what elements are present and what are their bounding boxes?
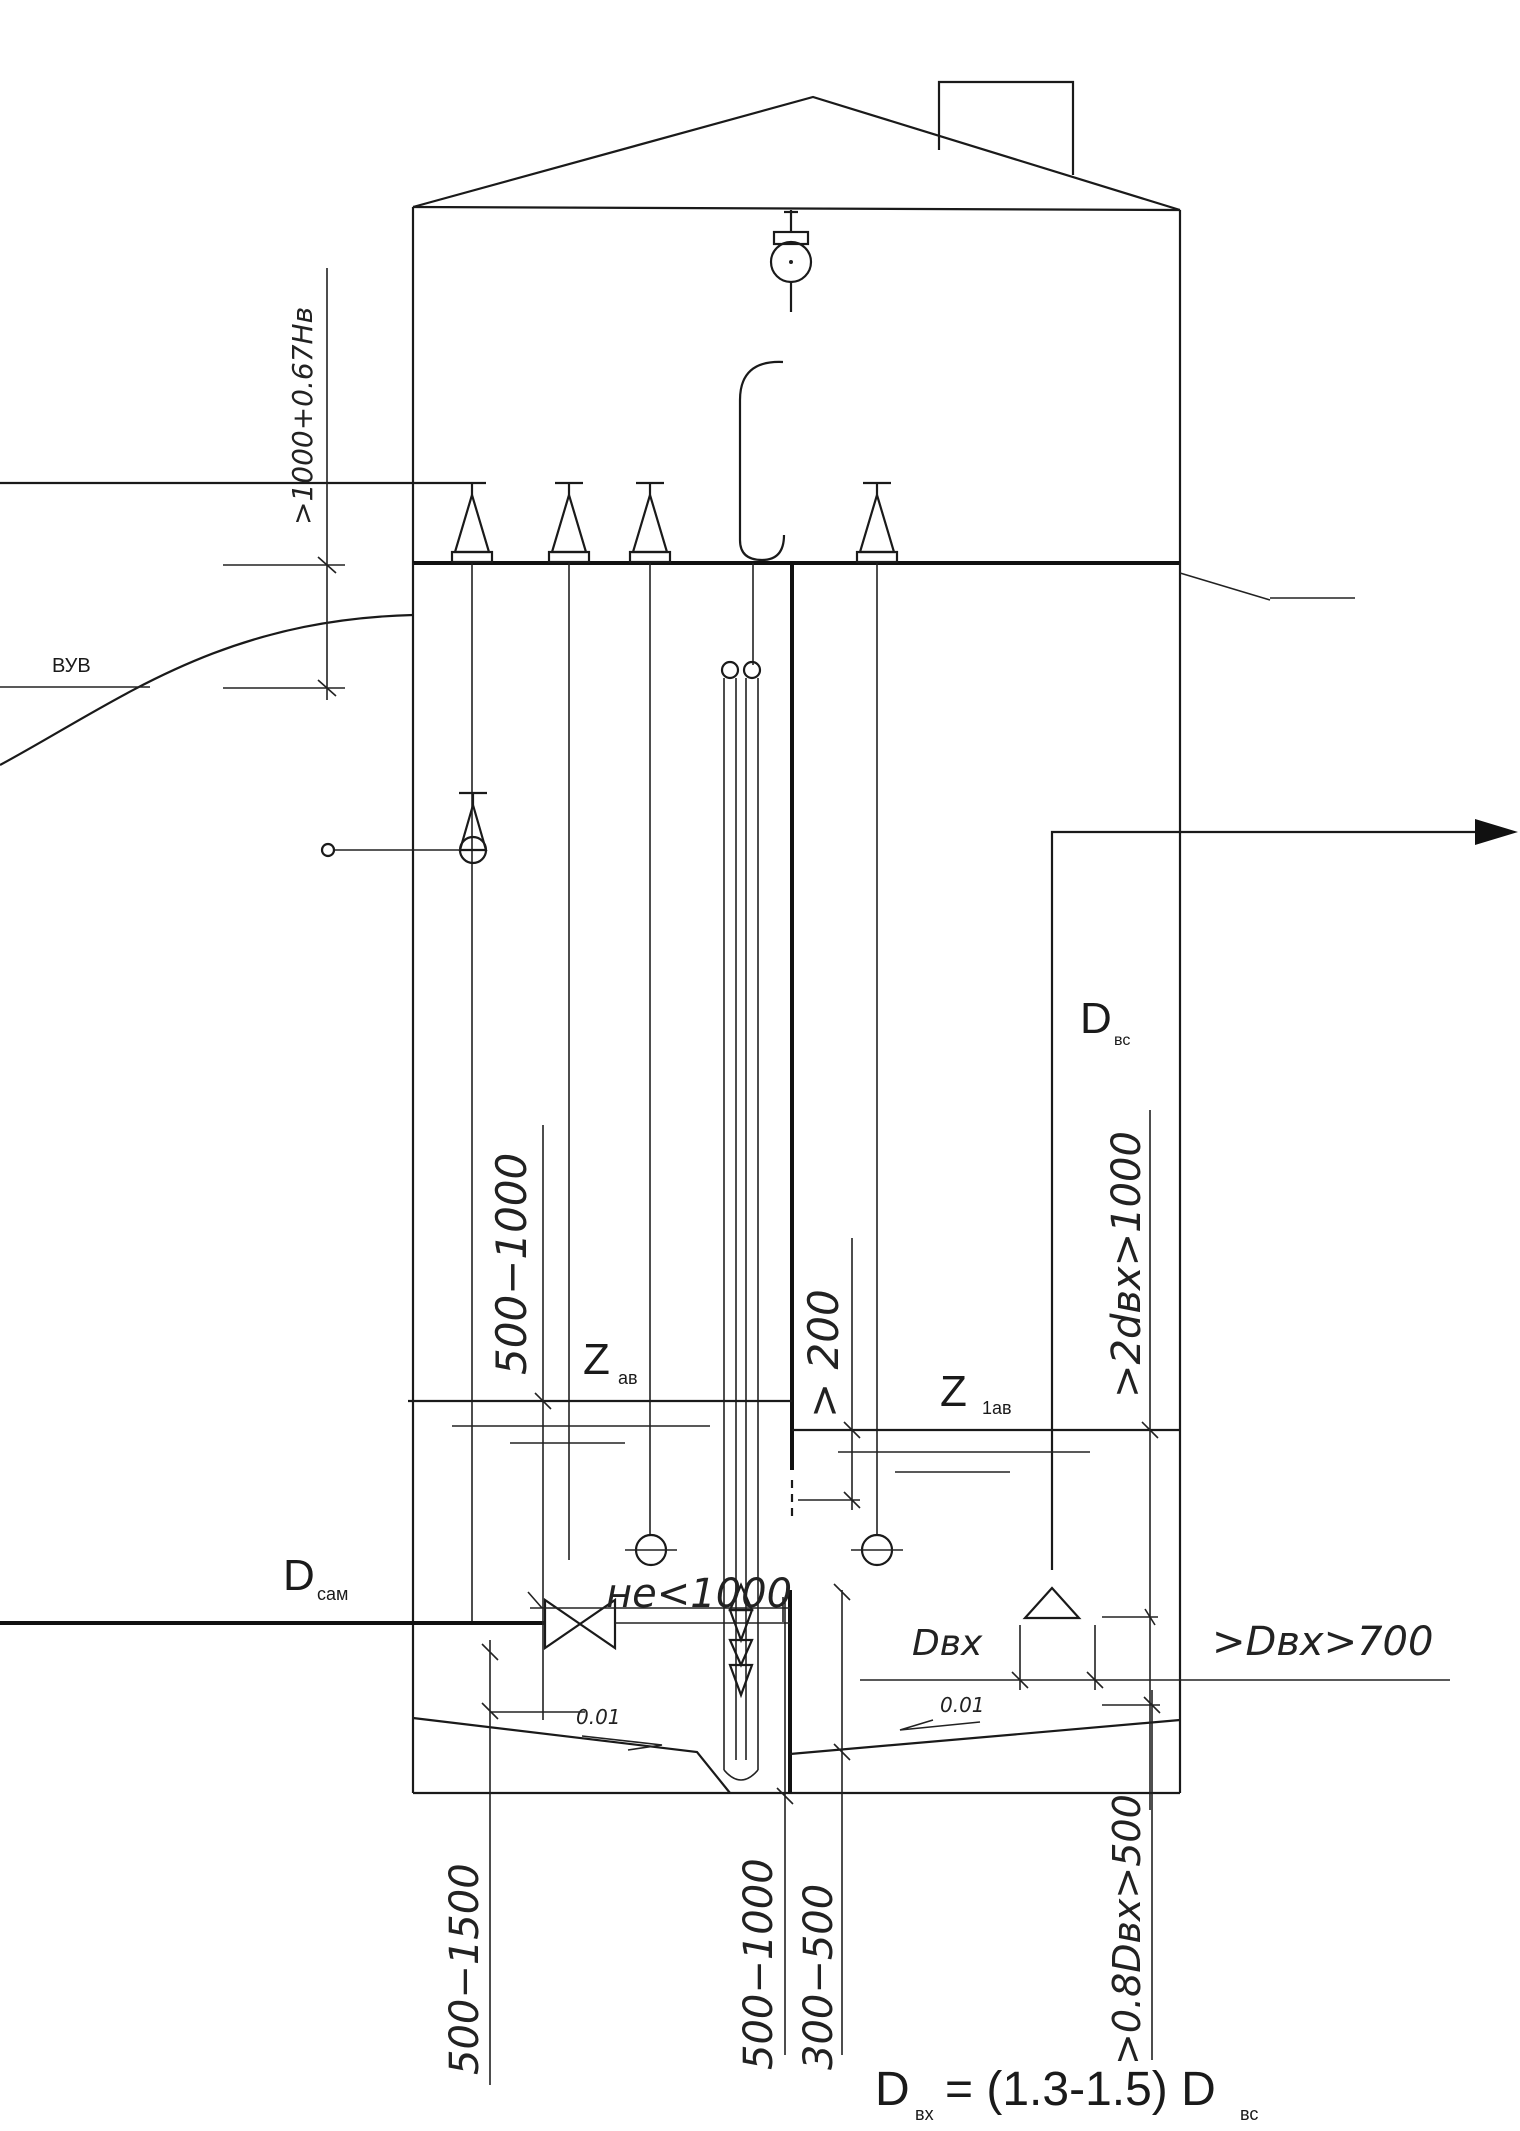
dim-top-left: >1000+0.67Hв bbox=[286, 307, 319, 525]
dim-gt-dvx-700: >Dвх>700 bbox=[1212, 1619, 1433, 1665]
sump-floor bbox=[412, 1716, 1181, 1794]
formula: D вх = (1.3-1.5) D вс bbox=[875, 2063, 1258, 2124]
arrow-right-icon bbox=[1475, 819, 1518, 845]
d-vs-subscript: вс bbox=[1114, 1032, 1130, 1049]
dim-right-2dvx: >2dвх>1000 bbox=[1104, 1131, 1150, 1398]
dim-bottom-500-1000: 500−1000 bbox=[736, 1858, 782, 2070]
dim-dvx: Dвх bbox=[912, 1623, 983, 1664]
handwheel-icon bbox=[0, 481, 494, 564]
handwheel-icon bbox=[628, 481, 672, 564]
shaft-walls bbox=[411, 563, 1182, 1795]
formula-d: D bbox=[875, 2063, 910, 2116]
handwheel-icon bbox=[855, 481, 899, 564]
float-valve-icon bbox=[320, 791, 488, 865]
gate-valve-icon bbox=[543, 1597, 617, 1651]
dim-bottom-08dvx: >0.8Dвх>500 bbox=[1105, 1794, 1149, 2065]
vuv-label: ВУВ bbox=[52, 655, 91, 677]
suction-bell-icon bbox=[1022, 1586, 1082, 1620]
slope-right: 0.01 bbox=[940, 1693, 985, 1717]
formula-sub-vh: вх bbox=[915, 2104, 934, 2124]
bubbler-tube-icon bbox=[720, 660, 762, 1781]
dim-ne-1000: не<1000 bbox=[606, 1571, 792, 1617]
dim-gt-200: > 200 bbox=[799, 1289, 848, 1418]
d-sam-label: D bbox=[283, 1551, 315, 1600]
valve-stems bbox=[471, 563, 878, 1622]
formula-sub-vs: вс bbox=[1240, 2104, 1258, 2124]
d-sam-subscript: сам bbox=[317, 1584, 348, 1604]
z-av-label: Z bbox=[583, 1335, 610, 1384]
superstructure bbox=[411, 207, 1182, 565]
suction-pipe bbox=[1022, 819, 1518, 1620]
z-av-subscript: ав bbox=[618, 1368, 638, 1388]
butterfly-valve-icon bbox=[728, 1582, 754, 1699]
slope-left: 0.01 bbox=[576, 1705, 621, 1729]
d-vs-label: D bbox=[1080, 994, 1112, 1043]
hook-icon bbox=[738, 360, 786, 562]
ground-profile bbox=[0, 572, 1355, 766]
z-1av-label: Z bbox=[940, 1367, 967, 1416]
handwheel-icon bbox=[547, 481, 591, 564]
dimension-lines bbox=[223, 268, 1450, 2085]
roof bbox=[412, 80, 1181, 212]
dim-bottom-300-500: 300−500 bbox=[796, 1884, 842, 2070]
z-1av-subscript: 1ав bbox=[982, 1398, 1012, 1418]
dim-left-500-1000: 500−1000 bbox=[487, 1153, 536, 1375]
partition-wall bbox=[788, 563, 794, 1793]
inlet-pipe bbox=[0, 1597, 790, 1651]
dim-bottom-500-1500: 500−1500 bbox=[442, 1863, 488, 2075]
hoist-icon bbox=[769, 210, 813, 312]
water-level-lines bbox=[408, 1399, 1180, 1473]
formula-body: = (1.3-1.5) D bbox=[945, 2063, 1216, 2116]
